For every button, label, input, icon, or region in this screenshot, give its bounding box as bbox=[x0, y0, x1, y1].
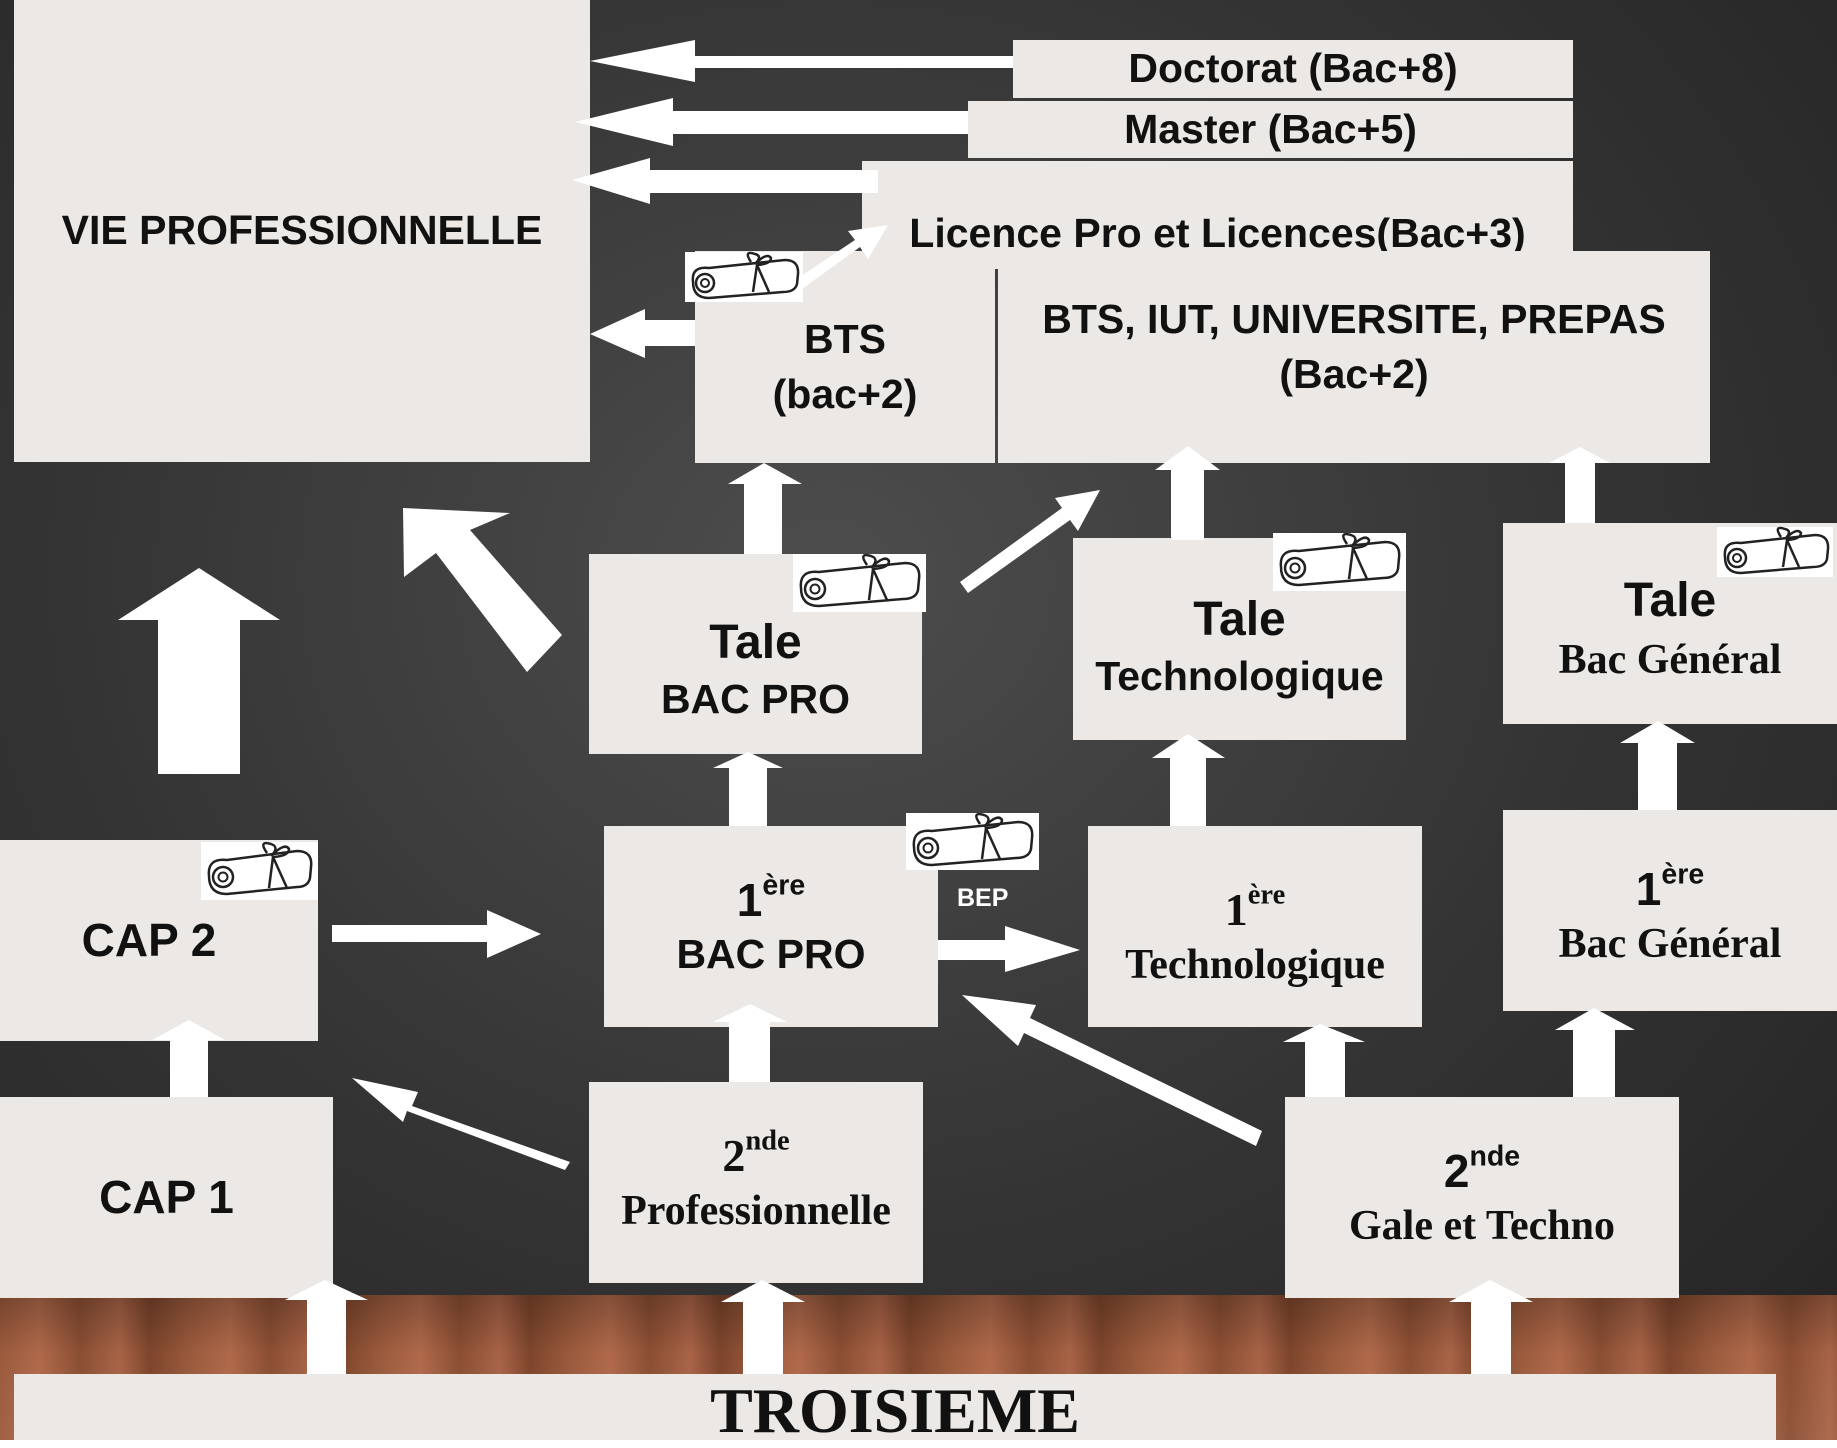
arrow-icon bbox=[938, 926, 1080, 972]
arrow-icon bbox=[285, 1280, 368, 1374]
bep-label: BEP bbox=[957, 884, 1009, 912]
arrow-icon bbox=[1155, 446, 1220, 540]
node-label: TROISIEME bbox=[710, 1375, 1080, 1446]
arrow-icon bbox=[713, 1004, 787, 1082]
node-2nde-professionnelle: 2nde Professionnelle bbox=[589, 1082, 923, 1283]
node-label-line2: Bac Général bbox=[1558, 636, 1782, 683]
diploma-scroll-icon bbox=[201, 841, 318, 900]
arrow-icon bbox=[1449, 1280, 1533, 1374]
node-1ere-bac-pro: 1ère BAC PRO bbox=[604, 826, 938, 1027]
node-label: CAP 1 bbox=[99, 1171, 234, 1224]
node-doctorat: Doctorat (Bac+8) bbox=[1013, 40, 1573, 98]
node-vie-professionnelle: VIE PROFESSIONNELLE bbox=[14, 0, 590, 462]
node-label-line1: Tale bbox=[709, 615, 802, 669]
node-label-line2: Bac Général bbox=[1558, 920, 1782, 967]
node-label-line2: Professionnelle bbox=[621, 1187, 891, 1234]
arrow-icon bbox=[332, 910, 541, 958]
arrow-icon bbox=[960, 490, 1100, 593]
arrow-icon bbox=[1555, 1008, 1635, 1097]
node-label-line1: 1ère bbox=[1224, 881, 1285, 937]
node-tale-bac-pro: Tale BAC PRO bbox=[589, 554, 922, 754]
node-label-line2: Gale et Techno bbox=[1348, 1202, 1615, 1249]
node-label-line2: (Bac+2) bbox=[1279, 351, 1429, 397]
node-tale-technologique: Tale Technologique bbox=[1073, 538, 1406, 740]
arrow-icon bbox=[1549, 447, 1610, 523]
arrow-icon bbox=[152, 1020, 225, 1097]
node-2nde-gale-et-techno: 2nde Gale et Techno bbox=[1285, 1097, 1679, 1298]
arrow-icon bbox=[575, 98, 968, 146]
diploma-scroll-icon bbox=[906, 812, 1039, 870]
node-cap-2: CAP 2 bbox=[0, 840, 318, 1041]
node-label-sup: nde bbox=[1469, 1140, 1521, 1173]
node-label-line1: Tale bbox=[1623, 573, 1717, 627]
node-label-num: 1 bbox=[736, 874, 763, 927]
arrow-icon bbox=[1620, 721, 1695, 810]
arrow-icon bbox=[403, 508, 562, 672]
node-label: CAP 2 bbox=[81, 914, 217, 967]
arrow-icon bbox=[1152, 734, 1225, 826]
diploma-scroll-icon bbox=[685, 251, 803, 302]
diploma-scroll-icon bbox=[1717, 526, 1833, 577]
arrow-icon bbox=[728, 463, 802, 554]
node-cap-1: CAP 1 bbox=[0, 1097, 333, 1298]
node-bts-iut-universite-prepas: BTS, IUT, UNIVERSITE, PREPAS (Bac+2) bbox=[998, 251, 1710, 463]
arrow-icon bbox=[795, 225, 888, 289]
arrow-icon bbox=[352, 1078, 570, 1170]
node-label-line1: Tale bbox=[1193, 592, 1286, 646]
arrow-icon bbox=[1283, 1024, 1365, 1097]
node-label-line2: BAC PRO bbox=[676, 931, 866, 978]
node-label-line1: 1ère bbox=[1635, 860, 1704, 916]
arrow-icon bbox=[118, 568, 280, 774]
node-label-line1: BTS, IUT, UNIVERSITE, PREPAS bbox=[1042, 295, 1666, 342]
node-label: VIE PROFESSIONNELLE bbox=[61, 207, 543, 254]
arrow-icon bbox=[721, 1280, 805, 1374]
node-label-line2: Technologique bbox=[1125, 941, 1385, 988]
node-label-line2: (bac+2) bbox=[772, 371, 918, 417]
arrow-icon bbox=[572, 158, 878, 204]
node-label-line1: 2nde bbox=[1443, 1142, 1520, 1198]
node-label-num: 2 bbox=[1443, 1144, 1470, 1197]
node-label-line1: 2nde bbox=[722, 1127, 789, 1183]
arrow-icon bbox=[962, 995, 1262, 1146]
node-label-num: 1 bbox=[1224, 883, 1248, 935]
node-label: Master (Bac+5) bbox=[1124, 105, 1417, 152]
node-label-num: 1 bbox=[1635, 862, 1662, 915]
node-label-line1: BTS bbox=[804, 315, 886, 362]
arrow-icon bbox=[590, 40, 1013, 82]
node-1ere-technologique: 1ère Technologique bbox=[1088, 826, 1422, 1027]
node-label-sup: ère bbox=[1247, 879, 1286, 911]
diploma-scroll-icon bbox=[1273, 532, 1406, 591]
node-label-line2: BAC PRO bbox=[660, 676, 851, 723]
arrow-icon bbox=[590, 309, 695, 358]
node-label-line1: 1ère bbox=[736, 872, 805, 927]
node-troisieme: TROISIEME bbox=[14, 1374, 1776, 1446]
node-label: Doctorat (Bac+8) bbox=[1128, 45, 1458, 92]
arrow-icon bbox=[713, 752, 783, 826]
node-1ere-bac-general: 1ère Bac Général bbox=[1503, 810, 1837, 1011]
node-label-sup: nde bbox=[745, 1125, 790, 1157]
node-label: Licence Pro et Licences(Bac+3) bbox=[909, 209, 1526, 256]
node-label-sup: ère bbox=[1661, 858, 1705, 891]
node-master: Master (Bac+5) bbox=[968, 101, 1573, 158]
diploma-scroll-icon bbox=[793, 553, 926, 612]
node-label-num: 2 bbox=[722, 1129, 746, 1181]
node-label-line2: Technologique bbox=[1095, 653, 1384, 700]
node-label-sup: ère bbox=[762, 870, 806, 903]
